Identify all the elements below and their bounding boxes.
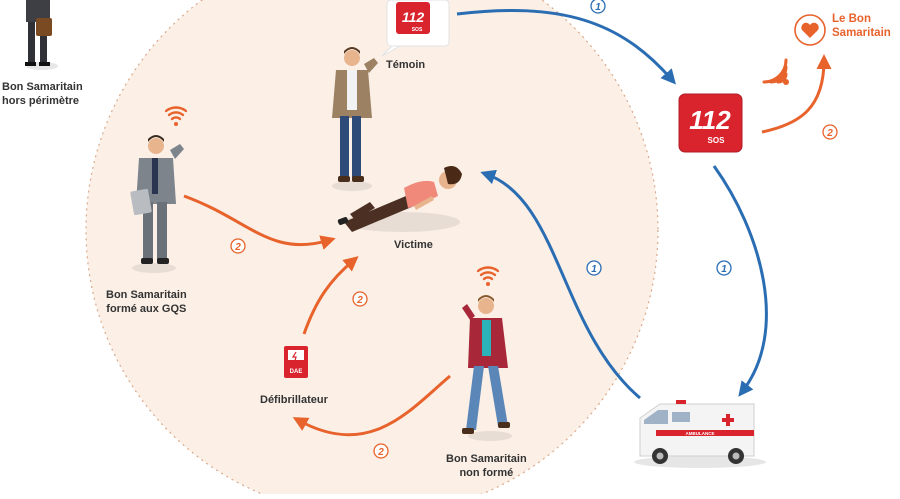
brand-line1: Le Bon [832, 13, 871, 25]
le-bon-samaritain-logo [794, 14, 826, 46]
label-temoin-text: Témoin [386, 59, 426, 71]
emergency-112-icon: 112 SOS [678, 93, 743, 153]
defibrillator-icon: DAE [284, 346, 308, 378]
temoin-112-bubble: 112 SOS [381, 0, 450, 57]
label-defibrillateur: Défibrillateur [260, 393, 328, 407]
label-temoin: Témoin [386, 58, 425, 72]
bubble-112-number: 112 [402, 9, 425, 25]
label-defibrillateur-text: Défibrillateur [260, 394, 328, 406]
step-badge-2-non-forme: 2 [373, 443, 389, 459]
step-badge-2-forme: 2 [230, 238, 246, 254]
person-temoin [332, 47, 378, 191]
arrow-1-temoin-to-112 [456, 8, 676, 85]
person-bs-forme [130, 135, 184, 273]
step-number: 2 [826, 128, 833, 139]
radio-waves-icon [762, 58, 789, 85]
person-bs-hors-perimetre [25, 0, 58, 70]
bubble-sos-text: SOS [412, 27, 423, 33]
label-bs-hors-line1: Bon Samaritain [2, 81, 83, 93]
label-bs-non-forme: Bon Samaritain non formé [446, 452, 527, 480]
step-number: 1 [591, 264, 597, 275]
step-badge-2-brand: 2 [822, 124, 838, 140]
perimeter-circle [85, 0, 659, 499]
wifi-signal-icon-2 [476, 266, 500, 286]
arrow-1-ambulance-to-victime [480, 169, 641, 400]
arrow-1-112-to-ambulance [712, 165, 768, 397]
step-number: 2 [356, 295, 363, 306]
label-bs-forme-line2: formé aux GQS [106, 303, 187, 315]
label-bs-hors-line2: hors périmètre [2, 95, 80, 107]
step-badge-1-right: 1 [716, 260, 732, 276]
ambulance-text: AMBULANCE [686, 431, 715, 436]
brand-name: Le Bon Samaritain [832, 12, 891, 40]
step-badge-1-middle: 1 [586, 260, 602, 276]
step-number: 1 [721, 264, 727, 275]
label-bs-forme-line1: Bon Samaritain [106, 289, 187, 301]
wifi-signal-icon [164, 106, 188, 126]
label-victime-text: Victime [394, 239, 433, 251]
badge-112-number: 112 [689, 105, 731, 135]
person-bs-non-forme [462, 295, 512, 441]
ambulance-icon: AMBULANCE [634, 400, 766, 468]
step-number: 2 [234, 242, 241, 253]
arrow-2-112-to-brand [761, 54, 832, 134]
label-bs-non-line1: Bon Samaritain [446, 453, 527, 465]
aed-text: DAE [290, 369, 303, 375]
label-bs-hors-perimetre: Bon Samaritain hors périmètre [2, 80, 83, 108]
arrow-2-defibrillator-to-victime [302, 256, 359, 335]
badge-sos-text: SOS [708, 136, 726, 145]
person-victime [337, 166, 462, 232]
label-bs-forme: Bon Samaritain formé aux GQS [106, 288, 187, 316]
arrow-2-bs-forme-to-victime [183, 194, 336, 250]
arrow-2-bs-non-forme-to-defibrillator [292, 374, 451, 437]
step-number: 2 [377, 447, 384, 458]
step-badge-2-defib: 2 [352, 291, 368, 307]
step-badge-1-top: 1 [590, 0, 606, 14]
brand-line2: Samaritain [832, 27, 891, 39]
label-victime: Victime [394, 238, 433, 252]
step-number: 1 [595, 2, 601, 13]
label-bs-non-line2: non formé [459, 467, 514, 479]
